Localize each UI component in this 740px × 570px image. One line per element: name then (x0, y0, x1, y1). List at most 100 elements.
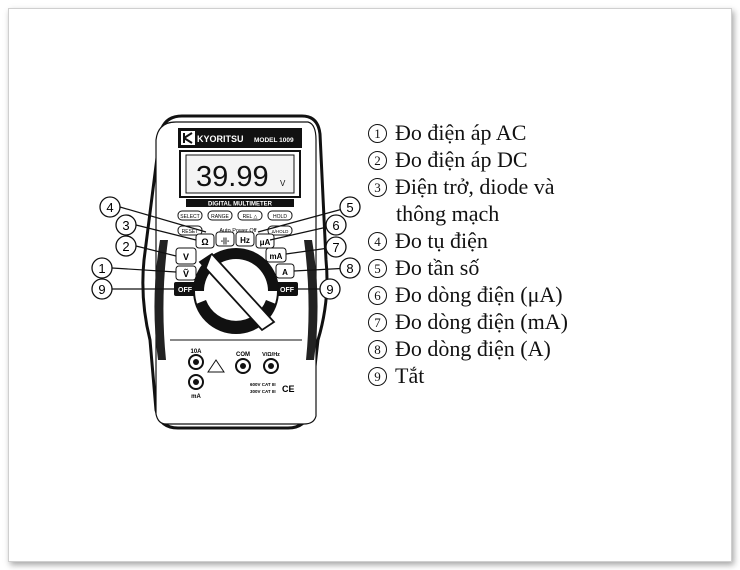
jack-10a-label: 10A (190, 349, 202, 355)
legend-text-7: Đo dòng điện (mA) (395, 309, 568, 334)
callout-4-left (99, 196, 121, 218)
callout-7-right-num: 7 (332, 240, 339, 255)
cat-rating-1: 600V CAT III (250, 382, 276, 387)
callout-9-left (91, 278, 113, 300)
legend-num-7: 7 (368, 313, 387, 332)
select-button-label: SELECT (180, 214, 199, 220)
legend-text-3b: thông mạch (396, 201, 500, 226)
legend-item-ac-voltage: 1 Đo điện áp AC (368, 120, 698, 147)
jack-vohm-hole-icon (268, 363, 274, 369)
lcd-unit: V (280, 179, 286, 188)
lcd-screen (185, 154, 295, 194)
dial-ma: mA (270, 252, 283, 261)
callout-1-left-num: 1 (98, 261, 105, 276)
legend-num-5: 5 (368, 259, 387, 278)
legend-item-frequency: 5 Đo tần số (368, 255, 698, 282)
legend-text-6: Đo dòng điện (μA) (395, 282, 563, 307)
callout-2-left (115, 235, 137, 257)
legend-text-5: Đo tần số (395, 255, 480, 280)
legend-num-1: 1 (368, 124, 387, 143)
dial-capacitance: -||- (221, 238, 230, 245)
kyoritsu-logo-icon (181, 131, 195, 145)
warning-icon (207, 359, 225, 373)
legend-item-dc-voltage: 2 Đo điện áp DC (368, 147, 698, 174)
delta-hold-button-label: Δ/HOLD (272, 229, 290, 234)
jack-vohm-label: V/Ω/Hz (262, 352, 280, 358)
callout-6-right-num: 6 (332, 218, 339, 233)
brand-strip (178, 128, 302, 148)
legend-num-9: 9 (368, 367, 387, 386)
dial-pointer-tip-icon (200, 254, 212, 270)
rel-button-label: REL △ (243, 214, 258, 220)
dial-a: A (282, 268, 288, 277)
legend-item-current-a: 8 Đo dòng điện (A) (368, 336, 698, 363)
dial-off-right: OFF (280, 287, 295, 294)
brand-name: KYORITSU (197, 134, 244, 144)
model-band (186, 199, 294, 207)
callout-9-right-num: 9 (326, 282, 333, 297)
legend-num-3: 3 (368, 178, 387, 197)
reset-button-label: RESET (182, 229, 199, 235)
callout-1-left (91, 257, 113, 279)
hold-button-label: HOLD (273, 214, 287, 220)
function-buttons: SELECT RANGE REL △ HOLD RESET Δ/HOLD (177, 210, 293, 236)
auto-power-off-label: Auto Power Off (219, 228, 257, 234)
jack-ma-label: mA (191, 394, 201, 400)
model-band-label: DIGITAL MULTIMETER (208, 202, 273, 208)
callout-4-left-num: 4 (106, 200, 113, 215)
select-button[interactable] (177, 210, 203, 221)
legend-item-resistance: 3 Điện trở, diode và (368, 174, 698, 201)
dial-labels: V Ṽ OFF Ω -||- Hz μA mA A OFF (174, 231, 298, 296)
callout-3-left-num: 3 (122, 218, 129, 233)
callout-circles: 4 3 2 1 9 5 6 7 8 9 (91, 196, 361, 300)
callout-8-right-num: 8 (346, 261, 353, 276)
legend-item-off: 9 Tắt (368, 363, 698, 390)
callout-5-right (339, 196, 361, 218)
callout-8-right (339, 257, 361, 279)
lcd-reading: 39.99 (196, 161, 269, 193)
callout-3-left (115, 214, 137, 236)
dial-ohm: Ω (201, 237, 208, 247)
legend-item-current-ma: 7 Đo dòng điện (mA) (368, 309, 698, 336)
legend-num-4: 4 (368, 232, 387, 251)
legend-text-8: Đo dòng điện (A) (395, 336, 551, 361)
legend-num-8: 8 (368, 340, 387, 359)
legend-num-6: 6 (368, 286, 387, 305)
dial-rim-lower-icon (196, 300, 276, 334)
legend-num-2: 2 (368, 151, 387, 170)
dial-ua: μA (260, 238, 271, 247)
dial-off-left: OFF (178, 287, 193, 294)
callout-7-right (325, 236, 347, 258)
dial-v-ac: Ṽ (183, 269, 189, 279)
ce-mark: CE (282, 384, 295, 394)
jack-10a-hole-icon (193, 359, 199, 365)
rel-button[interactable] (237, 210, 263, 221)
range-button-label: RANGE (211, 214, 229, 220)
legend-text-1: Đo điện áp AC (395, 120, 527, 145)
legend-text-2: Đo điện áp DC (395, 147, 528, 172)
jack-ma-hole-icon (193, 379, 199, 385)
legend-item-continuity: thông mạch (368, 201, 698, 228)
jack-com-label: COM (236, 352, 250, 358)
legend-text-9: Tắt (395, 363, 425, 388)
legend-item-capacitance: 4 Đo tụ điện (368, 228, 698, 255)
jack-com-hole-icon (240, 363, 246, 369)
dial-hz: Hz (240, 236, 250, 245)
left-grip (154, 240, 168, 360)
callout-9-left-num: 9 (98, 282, 105, 297)
function-legend: 1 Đo điện áp AC 2 Đo điện áp DC 3 Điện t… (368, 120, 698, 390)
callout-9-right (319, 278, 341, 300)
cat-rating-2: 300V CAT III (250, 389, 276, 394)
legend-item-current-ua: 6 Đo dòng điện (μA) (368, 282, 698, 309)
dial-v-dc: V (183, 252, 189, 262)
range-button[interactable] (207, 210, 233, 221)
dial-pointer-icon (198, 252, 276, 332)
callout-6-right (325, 214, 347, 236)
legend-text-3: Điện trở, diode và (395, 174, 555, 199)
hold-button[interactable] (267, 210, 293, 221)
legend-text-4: Đo tụ điện (395, 228, 488, 253)
callout-2-left-num: 2 (122, 239, 129, 254)
model-name: MODEL 1009 (254, 137, 294, 144)
image-frame (8, 8, 732, 562)
